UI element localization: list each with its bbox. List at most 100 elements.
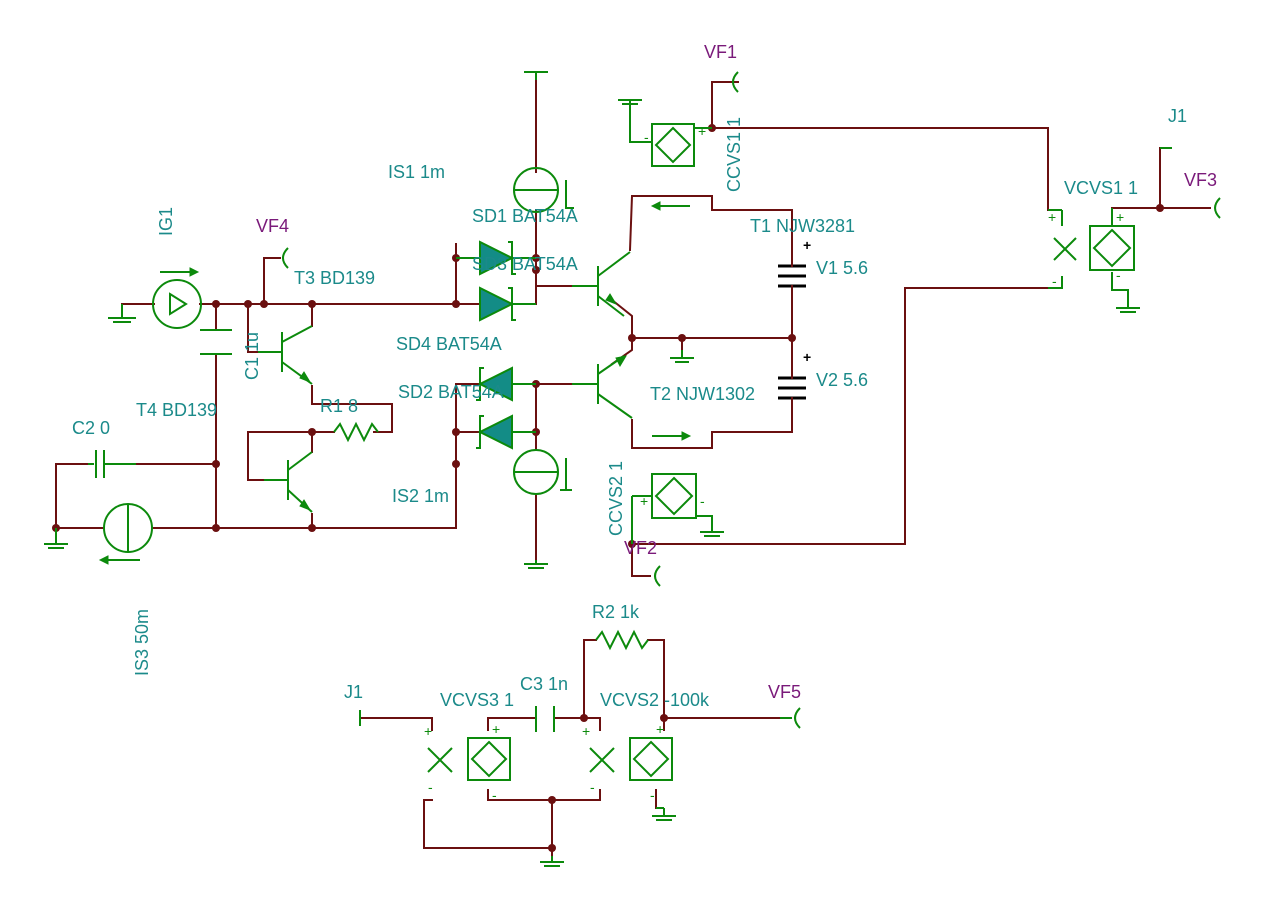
current-arrows — [650, 201, 692, 441]
r1-resistor[interactable] — [333, 421, 379, 443]
sd3-diode[interactable] — [479, 286, 536, 322]
ground-icon — [524, 560, 548, 569]
svg-text:+: + — [1048, 209, 1056, 225]
ground-icon — [1111, 272, 1140, 313]
sd4-diode[interactable] — [476, 414, 536, 450]
svg-text:+: + — [656, 721, 664, 737]
svg-text:+: + — [640, 493, 648, 509]
t2-transistor[interactable] — [572, 355, 633, 419]
ground-icon — [696, 515, 724, 537]
label-vf2: VF2 — [624, 538, 657, 558]
svg-text:+: + — [1116, 209, 1124, 225]
svg-text:-: - — [590, 779, 595, 795]
is1-current-source[interactable] — [513, 167, 574, 213]
label-is2: IS2 1m — [392, 486, 449, 506]
label-ig1: IG1 — [156, 207, 176, 236]
junction-dots — [52, 124, 1164, 852]
label-vf5: VF5 — [768, 682, 801, 702]
ground-icon — [670, 350, 694, 363]
ccvs2-source[interactable] — [631, 473, 697, 544]
ground-icon — [540, 856, 564, 867]
label-sd4: SD4 BAT54A — [396, 334, 502, 354]
svg-text:+: + — [698, 123, 706, 139]
label-r2: R2 1k — [592, 602, 640, 622]
ccvs1-source[interactable] — [651, 123, 712, 167]
c3-capacitor[interactable] — [535, 706, 555, 732]
label-c3: C3 1n — [520, 674, 568, 694]
label-t1: T1 NJW3281 — [750, 216, 855, 236]
svg-text:-: - — [428, 779, 433, 795]
label-t2: T2 NJW1302 — [650, 384, 755, 404]
ground-icon — [524, 71, 548, 80]
vcvs3-source[interactable] — [467, 737, 511, 781]
wires — [55, 79, 1211, 857]
ground-symbols — [44, 71, 1140, 867]
label-v1: V1 5.6 — [816, 258, 868, 278]
svg-text:-: - — [644, 129, 649, 145]
svg-text:-: - — [650, 787, 655, 803]
svg-text:-: - — [492, 787, 497, 803]
ig1-generator[interactable] — [152, 267, 202, 329]
label-is3: IS3 50m — [132, 609, 152, 676]
vcvs2-source[interactable] — [629, 737, 673, 781]
label-t4: T4 BD139 — [136, 400, 217, 420]
vcvs3-control-port — [427, 747, 453, 773]
c2-capacitor[interactable] — [88, 450, 136, 478]
svg-text:-: - — [700, 493, 705, 509]
ground-icon — [560, 484, 572, 491]
sd1-diode[interactable] — [456, 240, 536, 276]
label-ccvs1: CCVS1 1 — [724, 117, 744, 192]
probe-terminals — [282, 71, 1221, 729]
probe-vf4-icon — [282, 247, 289, 269]
v1-battery[interactable] — [778, 244, 806, 301]
svg-text:+: + — [803, 349, 811, 365]
svg-text:-: - — [1052, 273, 1057, 289]
svg-text:+: + — [492, 721, 500, 737]
label-ccvs2: CCVS2 1 — [606, 461, 626, 536]
ground-icon — [44, 528, 68, 549]
r2-resistor[interactable] — [595, 629, 649, 651]
svg-text:+: + — [424, 723, 432, 739]
svg-text:+: + — [803, 237, 811, 253]
c1-capacitor[interactable] — [200, 329, 232, 355]
label-j1-top: J1 — [1168, 106, 1187, 126]
label-sd1: SD1 BAT54A — [472, 206, 578, 226]
label-t3: T3 BD139 — [294, 268, 375, 288]
ground-icon — [108, 304, 136, 323]
label-sd2: SD2 BAT54A — [398, 382, 504, 402]
svg-text:+: + — [582, 723, 590, 739]
probe-vf5-icon — [794, 707, 801, 729]
pin-marks: + - + - + - + + + - + - + - + - + - — [424, 123, 1124, 803]
is2-current-source[interactable] — [513, 449, 567, 495]
label-sd3: SD3 BAT54A — [472, 254, 578, 274]
label-vf4: VF4 — [256, 216, 289, 236]
label-vcvs3: VCVS3 1 — [440, 690, 514, 710]
label-r1: R1 8 — [320, 396, 358, 416]
label-c1: C1 1u — [242, 332, 262, 380]
ground-icon — [618, 99, 652, 143]
label-vcvs2: VCVS2 -100k — [600, 690, 710, 710]
label-c2: C2 0 — [72, 418, 110, 438]
t4-transistor[interactable] — [264, 451, 313, 513]
t1-transistor[interactable] — [572, 251, 631, 317]
label-v2: V2 5.6 — [816, 370, 868, 390]
probe-vf1-icon — [732, 71, 739, 93]
label-vf1: VF1 — [704, 42, 737, 62]
label-vf3: VF3 — [1184, 170, 1217, 190]
label-j1-bottom: J1 — [344, 682, 363, 702]
probe-vf2-icon — [654, 565, 661, 587]
vcvs1-source[interactable] — [1048, 208, 1135, 271]
svg-text:-: - — [1116, 267, 1121, 283]
is3-current-source[interactable] — [98, 503, 153, 565]
ground-icon — [652, 807, 676, 821]
label-vcvs1: VCVS1 1 — [1064, 178, 1138, 198]
t3-transistor[interactable] — [258, 325, 313, 385]
probe-vf3-icon — [1214, 197, 1221, 219]
sd2-diode[interactable] — [476, 366, 536, 402]
vcvs2-control-port — [589, 747, 615, 773]
component-labels: VF1 VF3 VF4 VF2 VF5 J1 J1 IS1 1m SD1 BAT… — [72, 42, 1217, 710]
v2-battery[interactable] — [778, 359, 806, 416]
label-is1: IS1 1m — [388, 162, 445, 182]
vcvs1-control-port — [1048, 210, 1077, 289]
